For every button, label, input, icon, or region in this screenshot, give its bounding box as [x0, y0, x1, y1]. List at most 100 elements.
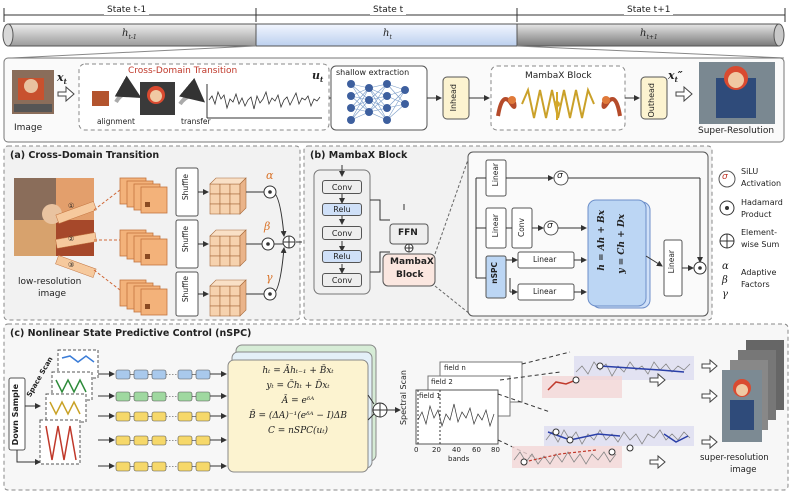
state-label-current: State t — [370, 6, 407, 15]
u-t-label: ut — [312, 69, 324, 85]
image-label: Image — [14, 123, 43, 133]
eq-front — [227, 359, 369, 473]
field-2-label: field 2 — [431, 378, 453, 386]
sr-output-image — [699, 62, 775, 124]
shuffle-label-3: Shuffle — [181, 276, 190, 303]
feature-pixel — [145, 202, 150, 207]
factor-gamma: γ — [266, 271, 273, 284]
nn-node — [401, 86, 409, 94]
conv-block-1: Conv — [322, 180, 362, 194]
cdt-sample-image — [140, 82, 175, 115]
x-t-label: xt — [57, 71, 67, 87]
output-arrows — [649, 358, 718, 470]
cube-cell — [229, 295, 241, 307]
token-block — [115, 461, 131, 472]
legend-beta: β — [722, 275, 728, 286]
nn-node — [347, 104, 355, 112]
inhead-label: Inhead — [449, 84, 458, 112]
scan-frame — [45, 393, 87, 423]
hadamard-icon-b — [693, 261, 707, 275]
relu-block-2: Relu — [322, 250, 362, 263]
token-block — [177, 461, 193, 472]
cube-cell — [229, 203, 241, 215]
conv-block-2: Conv — [322, 226, 362, 240]
neural-net-icon — [347, 80, 409, 124]
cube-cell — [209, 203, 221, 215]
down-sample-label: Down Sample — [11, 384, 20, 446]
token-block — [133, 391, 149, 402]
conv-label-detail: Conv — [517, 218, 526, 238]
lr-label-line1: low-resolution — [18, 277, 82, 287]
ffn-label: FFN — [398, 228, 418, 238]
orange-feature-stacks — [119, 177, 168, 316]
snake-icon-right — [601, 96, 622, 117]
panel-c-title: (c) Nonlinear State Predictive Control (… — [10, 328, 252, 339]
bands-tick-20: 20 — [432, 446, 441, 454]
token-block — [151, 391, 167, 402]
cube-cell — [209, 235, 221, 247]
equation-line-4: B̄ = (ΔA)⁻¹(eᵟᴬ − I)ΔB — [248, 411, 348, 421]
token-block — [133, 411, 149, 422]
cdt-title: Cross-Domain Transition — [128, 66, 238, 76]
equation-line-1: hₜ = Āhₜ₋₁ + B̄xₜ — [262, 366, 334, 376]
legend-silu-1: SiLU — [741, 167, 759, 176]
token-block — [177, 435, 193, 446]
nn-node — [365, 84, 373, 92]
relu-block-1: Relu — [322, 203, 362, 216]
feature-map — [140, 186, 168, 214]
conv-block-3: Conv — [322, 273, 362, 287]
sigma-label-2: σ — [547, 221, 553, 231]
token-block — [195, 435, 211, 446]
token-block — [195, 369, 211, 380]
cube-cell — [229, 193, 241, 205]
linear-label-1: Linear — [491, 163, 500, 187]
feature-map — [140, 238, 168, 266]
snake-icon-left — [496, 96, 517, 117]
nn-node — [401, 100, 409, 108]
sum-icon-a — [282, 235, 296, 249]
linear-label-3: Linear — [533, 255, 557, 264]
legend-adaptive-1: Adaptive — [741, 268, 777, 277]
scan-path-red — [45, 425, 77, 461]
legend-adaptive-2: Factors — [741, 280, 770, 289]
token-block — [115, 411, 131, 422]
token-block — [151, 411, 167, 422]
outhead-label: Outhead — [647, 83, 656, 118]
mambax-block-b — [382, 253, 436, 287]
nn-node — [347, 116, 355, 124]
token-block — [151, 461, 167, 472]
legend-hadamard-1: Hadamard — [741, 198, 783, 207]
legend-sum-icon — [719, 233, 735, 249]
equation-line-3: Ā = eᵟᴬ — [281, 396, 315, 406]
sum-icon-c — [372, 402, 388, 418]
cube-cell — [219, 245, 231, 257]
cube-cell — [229, 305, 241, 317]
token-rows — [98, 369, 227, 472]
hidden-state-next: ht+1 — [640, 28, 658, 41]
cube-side — [239, 229, 247, 267]
mambax-label-1: MambaX — [390, 257, 434, 267]
state-eq-front — [587, 199, 647, 307]
panel-b-title: (b) MambaX Block — [310, 150, 408, 161]
token-block — [115, 435, 131, 446]
feature-pixel — [145, 254, 150, 259]
bands-tick-60: 60 — [472, 446, 481, 454]
legend-silu-icon — [718, 170, 736, 188]
legend-alpha: α — [722, 261, 729, 272]
nspc-block — [485, 255, 507, 299]
cube-cell — [209, 295, 221, 307]
nn-node — [347, 92, 355, 100]
legend-sigma: σ — [722, 172, 728, 182]
sigma-label-1: σ — [557, 171, 563, 181]
token-block — [177, 411, 193, 422]
nn-node — [383, 104, 391, 112]
token-block — [195, 461, 211, 472]
cube-cell — [209, 245, 221, 257]
legend-silu-2: Activation — [741, 179, 782, 188]
space-scan-stack — [39, 349, 99, 465]
cube-cell — [229, 235, 241, 247]
feature-map — [140, 288, 168, 316]
mambax-label-2: Block — [396, 270, 424, 280]
state-label-next: State t+1 — [624, 6, 674, 15]
